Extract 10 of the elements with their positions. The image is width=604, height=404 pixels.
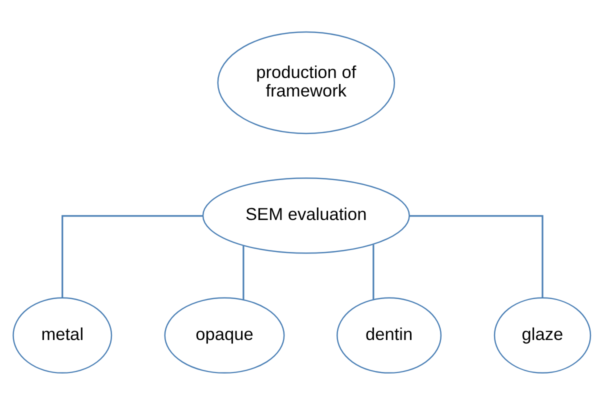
connector (372, 244, 374, 299)
node-ellipse: glaze (494, 296, 592, 374)
node-ellipse: SEM evaluation (202, 177, 410, 254)
node-ellipse: production of framework (217, 30, 396, 134)
node-ellipse: opaque (164, 296, 285, 374)
connector (409, 214, 544, 298)
node-ellipse: dentin (336, 296, 442, 374)
connector (242, 245, 244, 300)
node-ellipse: metal (12, 296, 112, 374)
connector (62, 214, 203, 298)
